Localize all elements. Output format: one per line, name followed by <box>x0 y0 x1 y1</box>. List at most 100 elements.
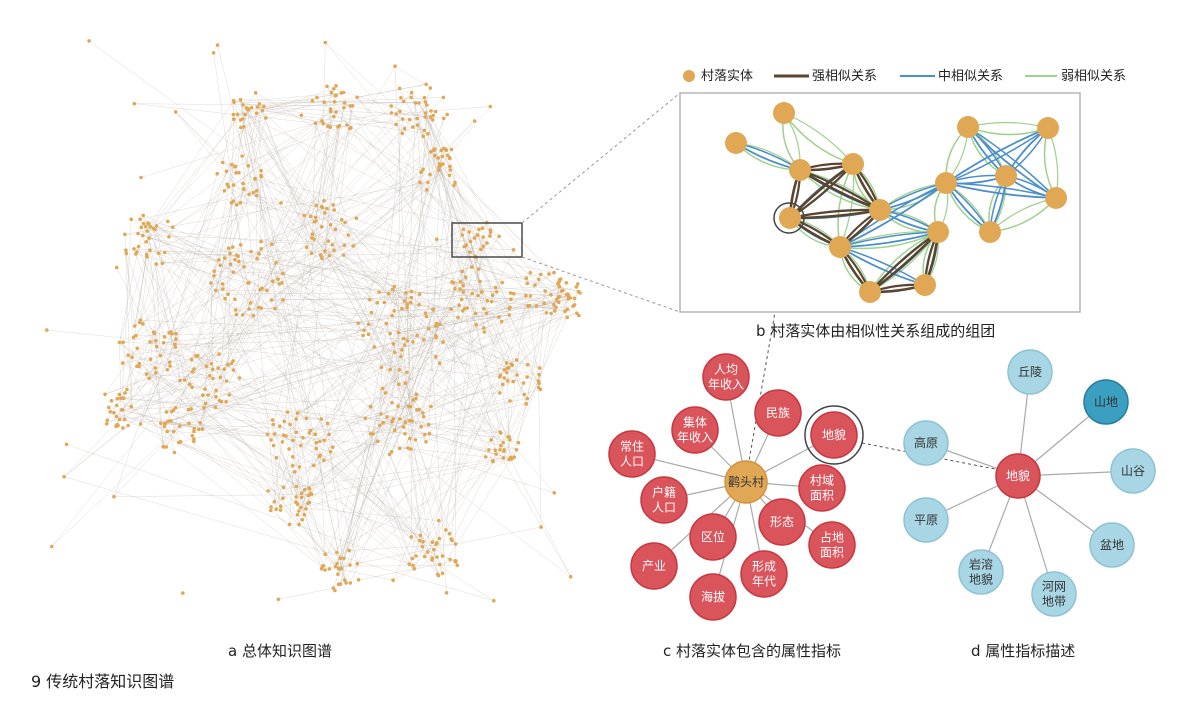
overall-graph-node <box>553 309 557 313</box>
overall-graph-edge <box>131 357 133 407</box>
overall-graph-edge <box>377 441 411 450</box>
village-node <box>1037 117 1059 139</box>
overall-graph-edge <box>262 110 312 254</box>
overall-graph-node <box>129 217 133 222</box>
overall-graph-node <box>422 128 427 133</box>
overall-graph-edge <box>273 445 281 511</box>
overall-graph-edge <box>136 250 325 253</box>
overall-graph-node <box>343 578 347 582</box>
overall-graph-node <box>355 562 360 566</box>
overall-graph-edge <box>271 234 349 301</box>
landform-value-node-label: 平原 <box>914 513 938 527</box>
overall-graph-node <box>415 333 420 338</box>
overall-graph-edge <box>113 426 180 497</box>
overall-graph-node <box>429 109 433 113</box>
overall-graph-node <box>133 324 137 328</box>
overall-graph-node <box>234 171 238 175</box>
overall-graph-node <box>537 277 541 282</box>
overall-graph-node <box>301 435 305 440</box>
overall-graph-node <box>525 362 530 367</box>
overall-graph-edge <box>166 411 203 430</box>
overall-graph-edge <box>226 171 378 303</box>
overall-graph-node <box>479 247 483 252</box>
attribute-node-circle <box>810 411 858 459</box>
overall-graph-node <box>502 368 507 372</box>
overall-graph-edge <box>178 442 310 489</box>
overall-graph-node <box>400 131 405 136</box>
overall-graph-node <box>318 439 322 444</box>
overall-graph-edge <box>501 307 557 322</box>
overall-graph-edge <box>432 309 510 438</box>
overall-graph-node <box>408 436 412 441</box>
overall-graph-node <box>549 311 553 316</box>
overall-graph-node <box>189 357 194 362</box>
overall-graph-edge <box>274 308 384 423</box>
overall-graph-node <box>378 423 382 428</box>
overall-graph-node <box>539 525 543 529</box>
overall-graph-node <box>234 312 239 317</box>
overall-graph-node <box>509 297 513 302</box>
overall-graph-node <box>406 446 410 450</box>
attribute-node-circle <box>689 573 737 621</box>
zoom-connectors <box>521 92 1001 479</box>
overall-graph-edge <box>319 323 387 442</box>
overall-graph-edge <box>215 188 244 291</box>
overall-graph-node <box>272 432 277 436</box>
overall-graph-node <box>514 358 519 362</box>
overall-graph-edge <box>267 304 420 492</box>
overall-graph-node <box>533 283 537 287</box>
overall-graph-node <box>237 171 241 175</box>
overall-graph-node <box>421 338 426 342</box>
overall-graph-edge <box>527 305 540 384</box>
overall-graph-edge <box>140 120 323 178</box>
attribute-node-circle <box>740 550 788 598</box>
overall-graph-node <box>428 86 433 90</box>
overall-graph-node <box>424 314 429 319</box>
overall-graph-node <box>433 109 438 114</box>
overall-graph-edge <box>288 372 408 450</box>
overall-graph-edge <box>119 254 147 343</box>
overall-graph-node <box>148 357 153 362</box>
overall-graph-node <box>320 225 324 229</box>
overall-graph-edge <box>292 441 378 466</box>
overall-graph-edge <box>233 200 346 223</box>
overall-graph-node <box>162 250 167 255</box>
overall-graph-node <box>327 432 331 437</box>
overall-graph-node <box>499 319 504 324</box>
overall-graph-edge <box>155 340 164 447</box>
attribute-node-circle <box>640 476 688 524</box>
overall-graph-edge <box>321 258 395 287</box>
overall-graph-node <box>524 402 528 406</box>
overall-graph-edge <box>221 308 262 402</box>
overall-graph-edge <box>370 433 437 545</box>
overall-graph-node <box>192 429 196 434</box>
overall-graph-node <box>421 411 425 415</box>
attribute-node-label: 集体 <box>683 415 707 430</box>
overall-graph-node <box>174 337 178 342</box>
overall-graph-node <box>259 239 263 244</box>
overall-graph-node <box>396 404 400 409</box>
overall-graph-edge <box>337 229 464 575</box>
overall-graph-edge <box>240 99 409 407</box>
overall-graph-node <box>213 288 218 293</box>
overall-graph-edge <box>321 206 399 385</box>
overall-graph-node <box>356 578 361 582</box>
attribute-node-label: 形态 <box>770 515 794 529</box>
overall-graph-edge <box>262 88 334 111</box>
overall-graph-edge <box>271 297 412 301</box>
overall-graph-edge <box>134 254 147 327</box>
attribute-node: 海拔 <box>689 573 737 621</box>
overall-graph-node <box>224 399 228 404</box>
overall-graph-node <box>192 367 196 371</box>
overall-graph-node <box>568 296 572 300</box>
overall-graph-edge <box>167 295 531 432</box>
overall-graph-node <box>138 217 142 221</box>
overall-graph-edge <box>285 418 297 437</box>
overall-graph-node <box>303 487 307 492</box>
overall-graph-edge <box>463 236 500 293</box>
overall-graph-node <box>141 233 145 238</box>
